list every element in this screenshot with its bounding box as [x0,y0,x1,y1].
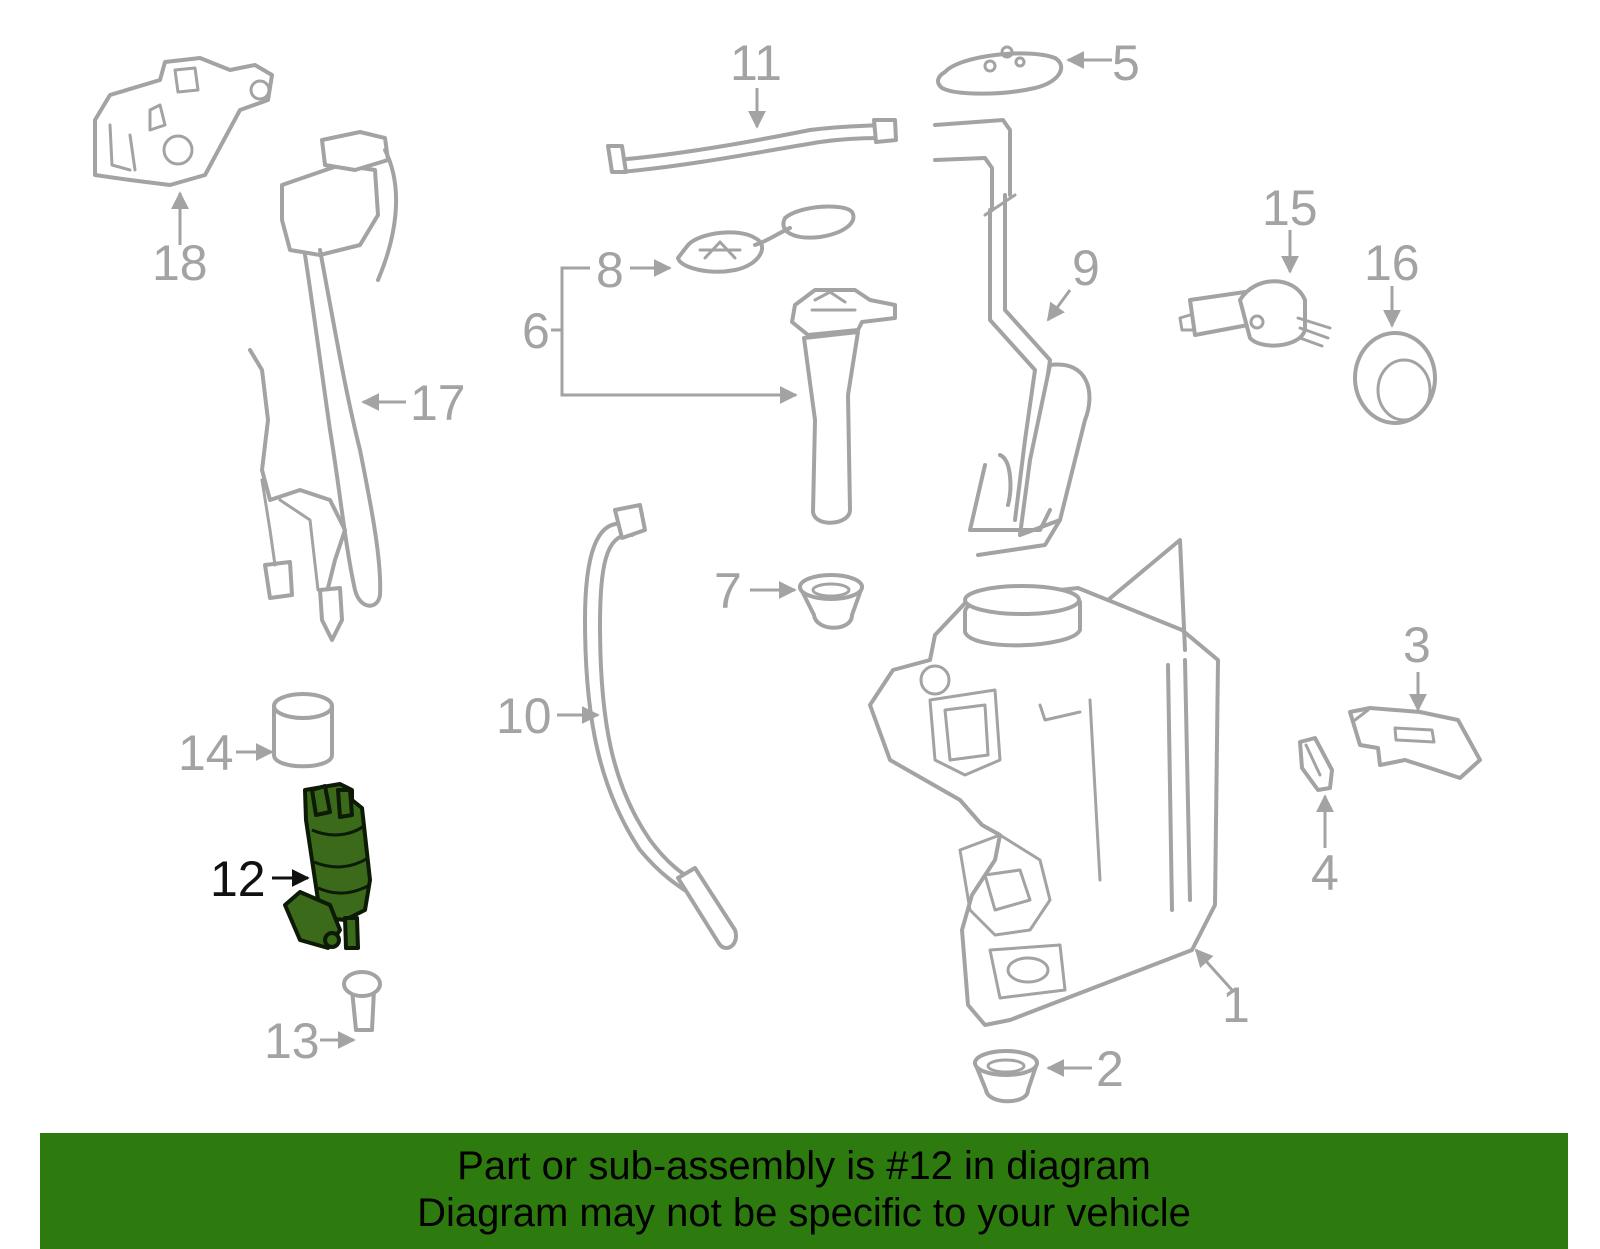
part-5-cap [936,45,1063,96]
banner-line-1: Part or sub-assembly is #12 in diagram [457,1144,1151,1188]
part-6-filler-neck [790,288,897,525]
part-2-grommet [973,1049,1039,1104]
callout-9: 9 [1072,240,1100,296]
part-15-sensor [1178,279,1332,348]
callout-1: 1 [1222,977,1250,1033]
part-16-grommet [1353,331,1437,425]
callout-7: 7 [714,563,742,619]
part-18-bracket [93,56,274,187]
part-12-washer-pump [283,782,372,950]
callout-12: 12 [210,851,266,907]
callout-11: 11 [730,35,782,91]
part-17-harness [248,130,399,642]
part-14-bushing [272,692,334,769]
part-13-screw [342,970,382,1032]
part-7-grommet [798,573,864,630]
part-9-filler-tube [933,118,1092,557]
banner-line-2: Diagram may not be specific to your vehi… [417,1191,1191,1235]
part-1-reservoir [868,538,1220,1027]
callout-5: 5 [1112,35,1140,91]
callout-4: 4 [1311,845,1339,901]
callout-15: 15 [1262,180,1318,236]
callout-3: 3 [1403,617,1431,673]
callouts: 18 17 14 12 13 11 5 8 6 7 9 10 [152,35,1431,1097]
callout-13: 13 [264,1013,320,1069]
part-10-hose [583,503,738,950]
callout-2: 2 [1096,1041,1124,1097]
part-4-clip [1298,736,1334,792]
part-8-seal [676,204,856,274]
part-info-banner: Part or sub-assembly is #12 in diagram D… [40,1133,1568,1249]
part-3-bracket [1348,706,1482,780]
callout-18: 18 [152,235,208,291]
callout-16: 16 [1364,235,1420,291]
callout-6: 6 [522,303,550,359]
callout-14: 14 [178,725,234,781]
callout-10: 10 [496,688,552,744]
callout-8: 8 [596,242,624,298]
callout-17: 17 [410,375,466,431]
part-11-hose [606,118,898,174]
